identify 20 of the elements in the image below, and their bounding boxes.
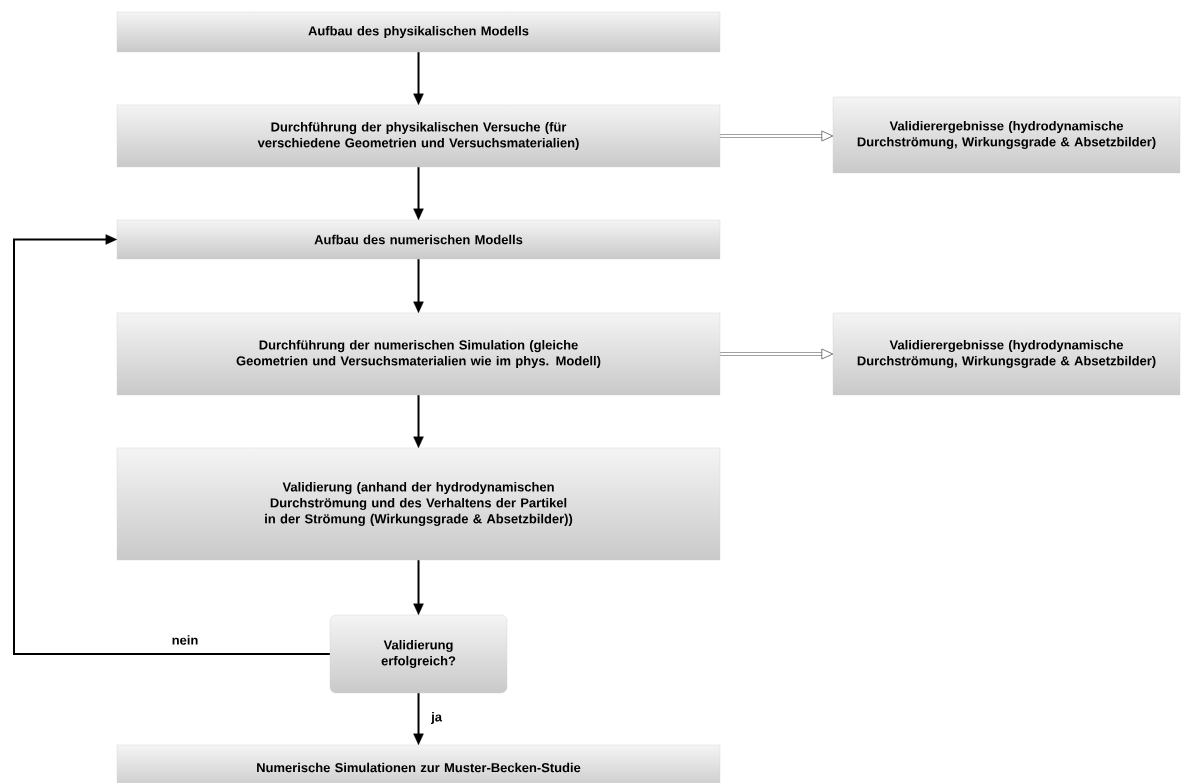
arrow (413, 559, 424, 615)
arrow (413, 394, 424, 448)
arrow (720, 348, 834, 360)
edge-label: ja (430, 710, 443, 726)
arrow (413, 258, 424, 313)
edge-label: nein (170, 634, 200, 646)
arrow (413, 692, 424, 745)
arrow (720, 130, 834, 142)
result-box: Validierergebnisse (hydrodynamische Durchströmung, Wirkungsgrade & Absetzbilder) (832, 312, 1181, 396)
process-box: Aufbau des numerischen Modells (116, 219, 721, 260)
arrow (13, 234, 331, 655)
arrow (413, 51, 424, 105)
arrow (413, 166, 424, 220)
process-box: Aufbau des physikalischen Modells (116, 11, 721, 53)
decision-box: Validierung erfolgreich? (329, 614, 508, 694)
process-box: Validierung (anhand der hydrodynamischen Durchströmung und des Verhaltens der Partikel in der Strömung (Wirkungsgrade & Absetzbilder)) (116, 447, 721, 561)
process-box: Durchführung der numerischen Simulation (gleiche Geometrien und Versuchsmaterialien wie im phys. Modell) (116, 312, 721, 396)
process-box: Numerische Simulationen zur Muster-Becken-Studie (116, 744, 721, 783)
process-box: Durchführung der physikalischen Versuche (für verschiedene Geometrien und Versuchsmaterialien) (116, 104, 721, 168)
result-box: Validierergebnisse (hydrodynamische Durchströmung, Wirkungsgrade & Absetzbilder) (832, 96, 1181, 174)
